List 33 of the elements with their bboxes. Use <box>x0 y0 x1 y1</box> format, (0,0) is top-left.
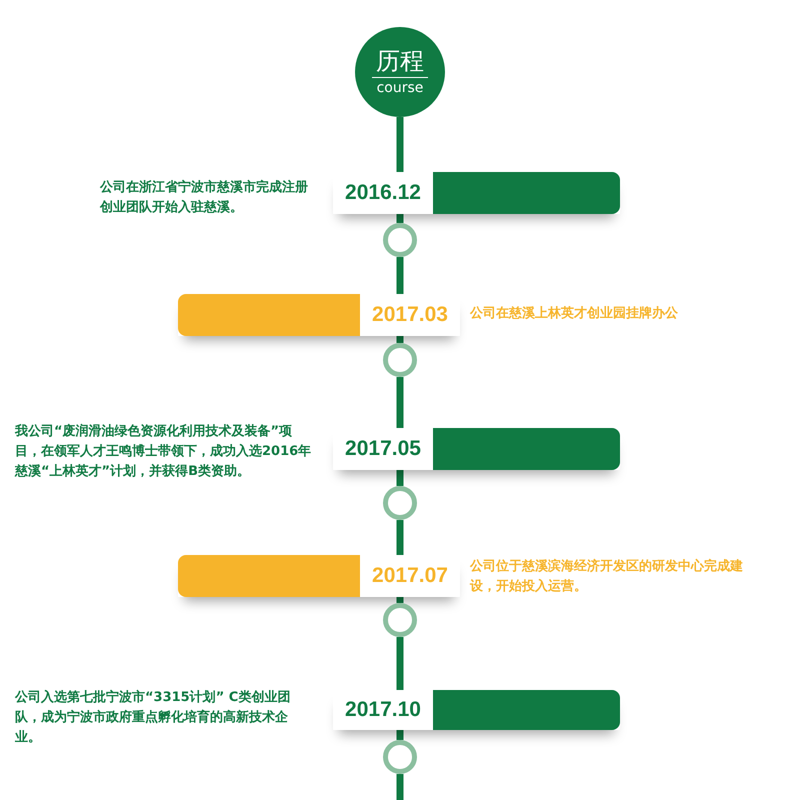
ring-marker <box>383 740 417 774</box>
description-text: 公司在慈溪上林英才创业园挂牌办公 <box>470 305 679 323</box>
date-label: 2017.03 <box>360 294 460 336</box>
timeline-line <box>396 637 404 690</box>
date-tab <box>178 555 460 597</box>
ring-marker <box>383 486 417 520</box>
description-text: 我公司“废润滑油绿色资源化利用技术及装备”项目，在领军人才王鸣博士带领下，成功入选2016年慈溪“上林英才”计划，并获得B类资助。 <box>15 422 312 481</box>
ring-marker <box>383 343 417 377</box>
date-tab <box>333 690 620 730</box>
date-label: 2016.12 <box>333 172 433 214</box>
description-text: 公司位于慈溪滨海经济开发区的研发中心完成建设，开始投入运营。 <box>470 558 744 596</box>
timeline-line <box>396 377 404 428</box>
timeline-line <box>396 117 404 172</box>
date-label: 2017.07 <box>360 555 460 597</box>
timeline-line <box>396 470 404 486</box>
date-tab <box>333 172 620 214</box>
timeline-line <box>396 336 404 343</box>
ring-marker <box>383 603 417 637</box>
date-label: 2017.10 <box>333 690 433 730</box>
timeline-line <box>396 214 404 223</box>
date-label: 2017.05 <box>333 428 433 470</box>
timeline-line <box>396 520 404 555</box>
description-text: 公司在浙江省宁波市慈溪市完成注册创业团队开始入驻慈溪。 <box>100 178 309 217</box>
description-text: 公司入选第七批宁波市“3315计划” C类创业团队，成为宁波市政府重点孵化培育的高新技术企业。 <box>15 688 292 747</box>
ring-marker <box>383 223 417 257</box>
timeline-line <box>396 730 404 740</box>
title-text: 历程 <box>372 46 428 78</box>
subtitle-text: course <box>376 78 424 98</box>
date-tab <box>178 294 460 336</box>
timeline-line <box>396 257 404 294</box>
date-tab <box>333 428 620 470</box>
timeline-line <box>396 774 404 800</box>
timeline-line <box>396 597 404 603</box>
